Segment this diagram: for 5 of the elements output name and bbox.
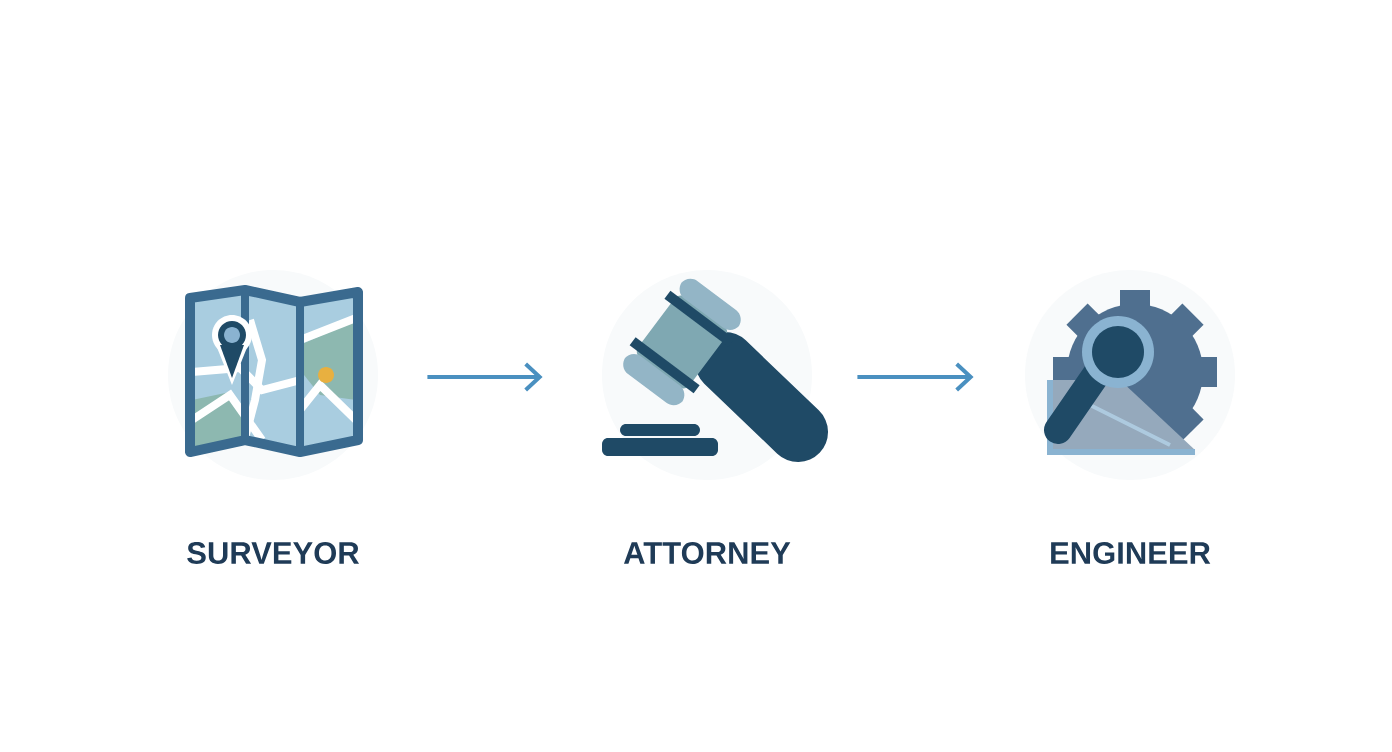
arrow: [427, 362, 543, 392]
role-label: SURVEYOR: [187, 542, 360, 564]
arrow: [857, 362, 974, 392]
role-label: ENGINEER: [1051, 542, 1211, 564]
role-label: ATTORNEY: [623, 542, 791, 564]
